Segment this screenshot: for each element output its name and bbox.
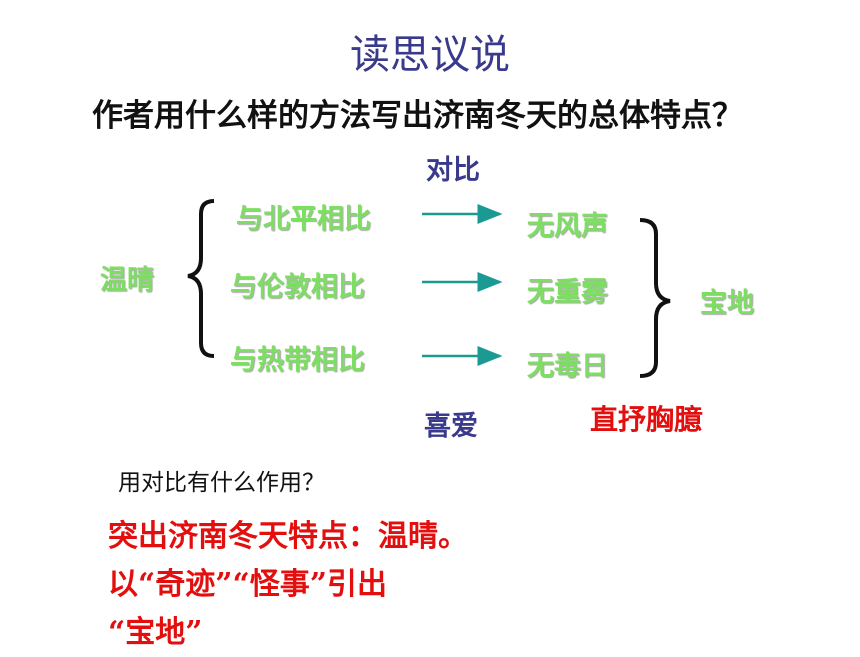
left-brace (187, 199, 215, 358)
answer-line-2: 以“奇迹”“怪事”引出 (108, 567, 388, 602)
followup-question: 用对比有什么作用？ (118, 470, 325, 496)
question-text: 作者用什么样的方法写出济南冬天的总体特点？ (92, 98, 743, 134)
comparison-beiping: 与北平相比 (236, 204, 371, 235)
answer-line-3: “宝地” (108, 615, 203, 650)
expression-label: 直抒胸臆 (590, 403, 703, 436)
emotion-label: 喜爱 (424, 411, 478, 442)
result-no-wind: 无风声 (527, 211, 608, 242)
result-no-fog: 无重雾 (527, 277, 608, 308)
right-brace (639, 218, 671, 378)
comparison-tropics: 与热带相比 (230, 345, 365, 376)
center-label: 温晴 (100, 265, 154, 296)
method-label: 对比 (426, 155, 480, 186)
conclusion-label: 宝地 (700, 288, 754, 319)
answer-line-1: 突出济南冬天特点：温晴。 (108, 519, 468, 554)
result-no-sun: 无毒日 (527, 351, 608, 382)
page-title: 读思议说 (350, 32, 510, 78)
answer-block: 突出济南冬天特点：温晴。 以“奇迹”“怪事”引出 “宝地” (108, 513, 828, 657)
comparison-london: 与伦敦相比 (230, 272, 365, 303)
